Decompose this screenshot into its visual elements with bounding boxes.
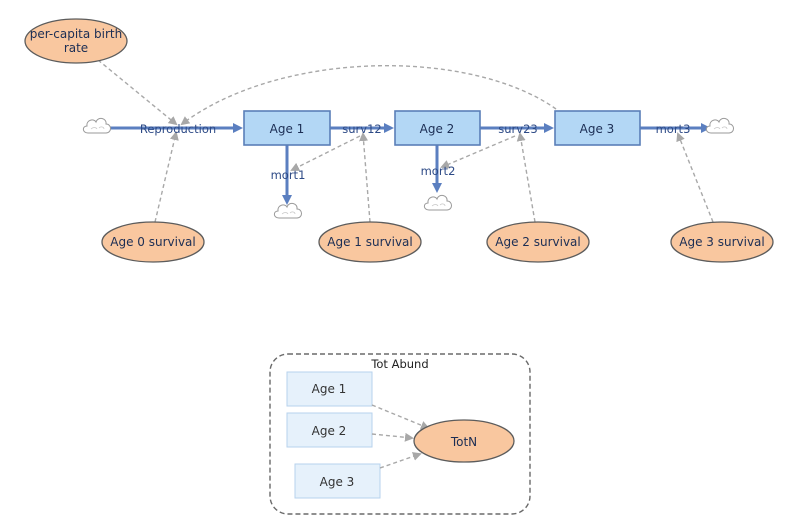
flow-label-mort2[interactable]: mort2 [421,164,456,178]
stock-label: Age 2 [420,122,455,136]
link-birthrate-reproduction [97,59,178,126]
variable-label-line1: per-capita birth [30,27,122,41]
link-ghost1-totn [371,404,430,430]
link-ghost2-totn [371,432,414,442]
cloud-icon [423,194,452,211]
variable-age1-survival[interactable]: Age 1 survival [318,221,422,263]
link-age3-reproduction [180,64,557,126]
link-age1survival-surv12 [359,132,371,223]
variable-label: TotN [450,435,477,449]
cloud-icon [705,117,734,134]
ghost-label: Age 3 [320,475,355,489]
links [97,59,714,223]
link-surv23-mort2 [440,135,516,169]
link-age3survival-mort3 [676,132,714,223]
link-surv12-mort1 [290,135,361,171]
variable-label: Age 0 survival [110,235,196,249]
stock-age3[interactable]: Age 3 [554,110,641,146]
ghost-age3[interactable]: Age 3 [294,463,381,499]
variable-label: Age 1 survival [327,235,413,249]
link-ghost3-totn [379,452,422,469]
variable-age0-survival[interactable]: Age 0 survival [101,221,205,263]
cloud-icon [82,117,111,134]
ghost-label: Age 1 [312,382,347,396]
folder-tot-abund[interactable]: Tot Abund Age 1 Age 2 Age 3 TotN [269,353,531,515]
link-age0-reproduction [154,131,179,223]
variable-age2-survival[interactable]: Age 2 survival [486,221,590,263]
folder-title: Tot Abund [370,357,428,371]
variable-label: Age 2 survival [495,235,581,249]
stock-age1[interactable]: Age 1 [243,110,331,146]
flow-pipes [110,123,711,205]
ghost-label: Age 2 [312,424,347,438]
variable-label-line2: rate [64,41,88,55]
ghost-age1[interactable]: Age 1 [286,371,373,407]
variable-label: Age 3 survival [679,235,765,249]
ghost-age2[interactable]: Age 2 [286,412,373,448]
flow-label-mort1[interactable]: mort1 [271,168,306,182]
cloud-icon [273,202,302,219]
variable-totn[interactable]: TotN [413,419,515,463]
folder-links [371,404,430,469]
variable-birth-rate[interactable]: per-capita birth rate [24,18,128,64]
stock-age2[interactable]: Age 2 [394,110,481,146]
flow-label-reproduction[interactable]: Reproduction [140,122,216,136]
flow-label-surv12[interactable]: surv12 [342,122,381,136]
flow-label-surv23[interactable]: surv23 [498,122,537,136]
link-age2survival-surv23 [516,132,536,223]
stock-label: Age 3 [580,122,615,136]
variable-age3-survival[interactable]: Age 3 survival [670,221,774,263]
flow-label-mort3[interactable]: mort3 [656,122,691,136]
stock-label: Age 1 [270,122,305,136]
